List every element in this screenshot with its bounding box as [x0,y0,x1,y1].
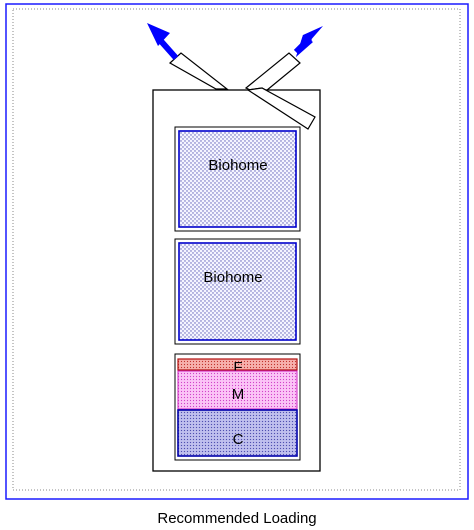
inner-dotted-frame [12,8,461,491]
compartment-biohome-2: Biohome [174,238,301,345]
layer-c-label: C [233,431,244,448]
compartment-1-label: Biohome [208,157,267,174]
layer-f: F [177,358,298,376]
layer-c: C [177,409,298,457]
compartment-biohome-1: Biohome [174,126,301,232]
outlet-arrow-icon [147,23,179,60]
layer-m-label: M [232,386,245,403]
layer-f-label: F [233,359,242,376]
compartment-2-label: Biohome [203,269,262,286]
inlet-arrow-icon [293,26,323,57]
layer-m: M [177,370,298,410]
diagram-caption: Recommended Loading [157,510,316,527]
compartment-bottom-stack: F M C [174,353,301,461]
